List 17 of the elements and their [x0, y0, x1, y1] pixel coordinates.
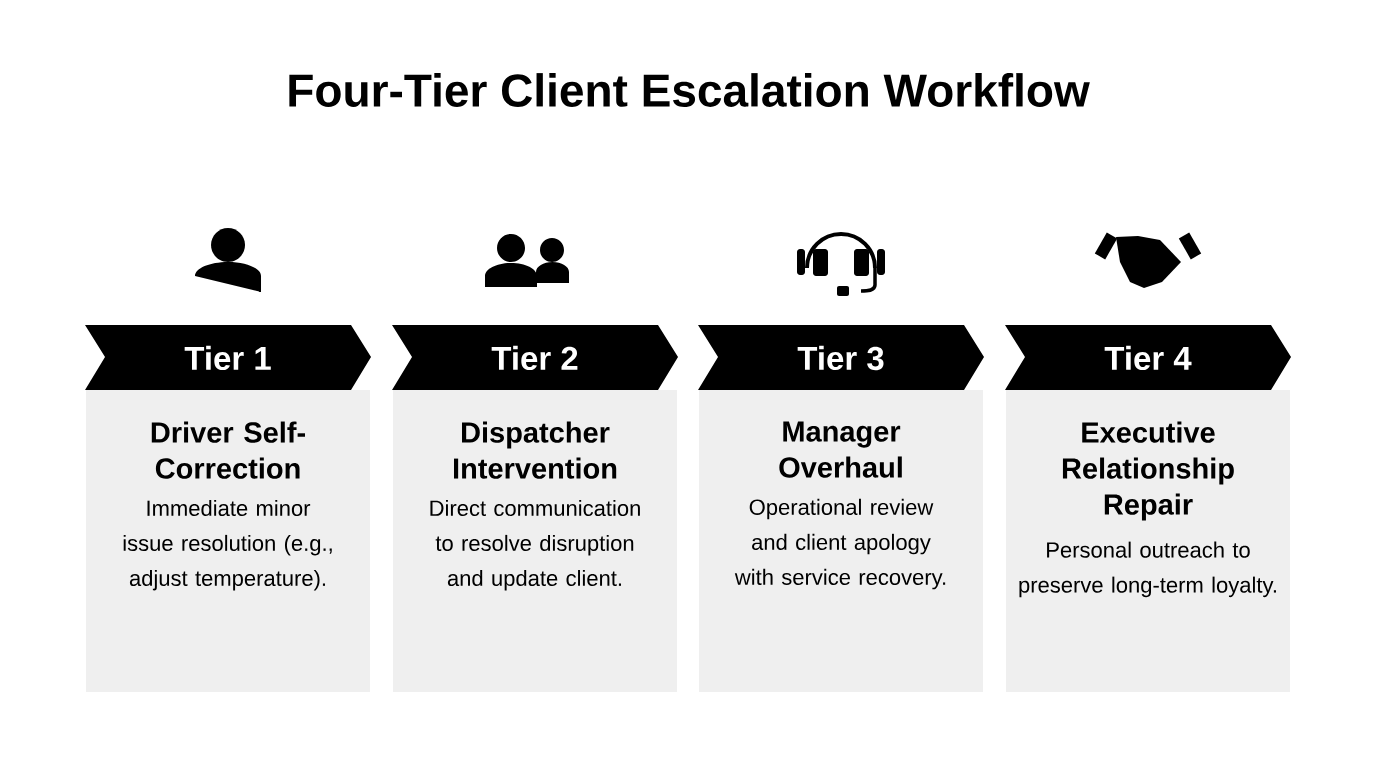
tier-card: [1006, 390, 1290, 692]
tier-label-banner: Tier 4: [1005, 325, 1291, 390]
tier-label-banner: Tier 2: [392, 325, 678, 390]
card-description: Personal outreach to preserve long-term loyalty.: [1019, 541, 1276, 598]
card-description: Operational review and client apology with service recovery.: [734, 498, 946, 590]
card-heading: Executive Relationship Repair: [1062, 421, 1234, 521]
tier-card: [86, 390, 370, 692]
tier-card: [393, 390, 677, 692]
tier-label-banner: Tier 1: [85, 325, 371, 390]
title: Four-Tier Client Escalation Workflow: [289, 73, 1090, 107]
card-heading: Driver Self-Correction: [151, 421, 305, 479]
card-description: Immediate minor issue resolution (e.g., adjust temperature).: [123, 499, 332, 591]
card-heading: Dispatcher Intervention: [454, 421, 617, 479]
tier-card: [699, 390, 983, 692]
card-description: Direct communication to resolve disruption and update client.: [430, 499, 640, 591]
card-heading: Manager Overhaul: [779, 421, 902, 478]
tier-label-banner: Tier 3: [698, 325, 984, 390]
